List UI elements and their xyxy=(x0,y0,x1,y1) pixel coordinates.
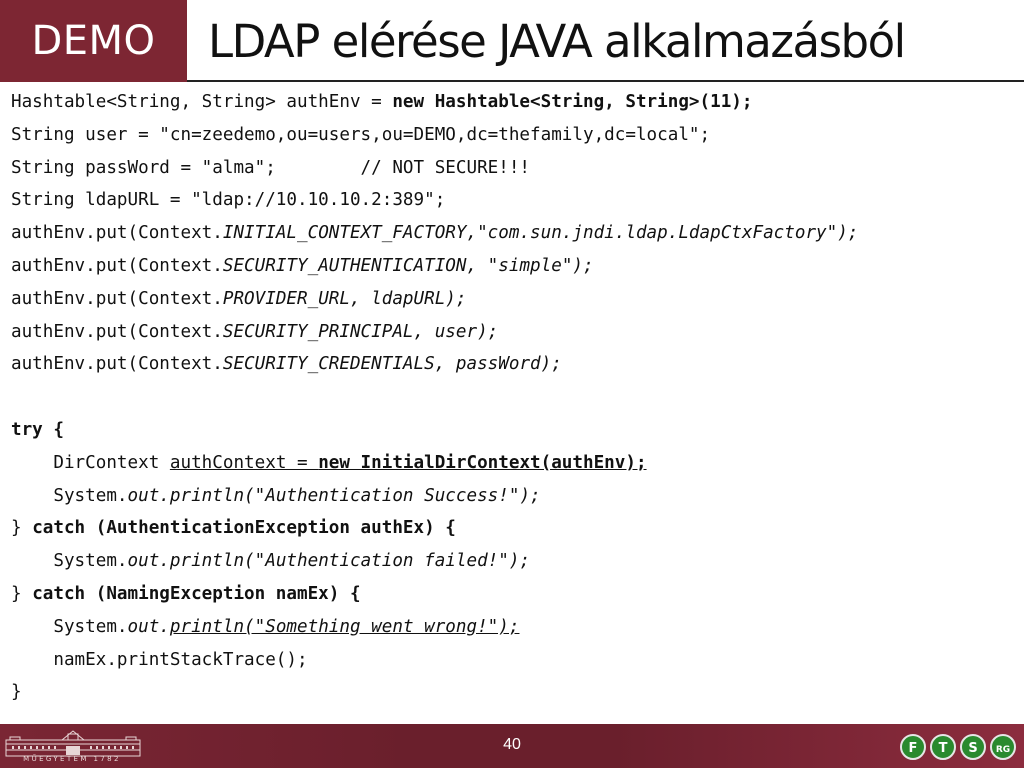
code-line: try { xyxy=(11,414,1019,447)
code-line: } xyxy=(11,676,1019,709)
code-segment: authEnv.put(Context. xyxy=(11,321,223,342)
code-line: System.out.println("Authentication faile… xyxy=(11,545,1019,578)
code-segment: out.println("Authentication Success!"); xyxy=(127,485,541,506)
code-segment: } xyxy=(11,682,22,703)
code-segment: authEnv.put(Context. xyxy=(11,255,223,276)
slide-title: LDAP elérése JAVA alkalmazásból xyxy=(208,14,906,68)
code-segment: System. xyxy=(11,616,128,637)
code-line: authEnv.put(Context.PROVIDER_URL, ldapUR… xyxy=(11,283,1019,316)
code-segment: INITIAL_CONTEXT_FACTORY,"com.sun.jndi.ld… xyxy=(222,223,859,244)
code-line: } catch (AuthenticationException authEx)… xyxy=(11,512,1019,545)
department-badge-icon: F xyxy=(900,734,926,760)
code-line: authEnv.put(Context.SECURITY_PRINCIPAL, … xyxy=(11,316,1019,349)
svg-text:RG: RG xyxy=(996,745,1010,755)
code-line: authEnv.put(Context.INITIAL_CONTEXT_FACT… xyxy=(11,217,1019,250)
code-segment: } xyxy=(11,583,33,604)
code-segment: catch (NamingException namEx) { xyxy=(32,583,361,604)
department-badge-icon: T xyxy=(930,734,956,760)
department-badges: F T S RG xyxy=(900,734,1016,760)
code-segment: authEnv.put(Context. xyxy=(11,223,223,244)
code-line xyxy=(11,381,1019,414)
code-line: String user = "cn=zeedemo,ou=users,ou=DE… xyxy=(11,119,1019,152)
svg-text:S: S xyxy=(968,741,977,756)
code-segment: println("Something went wrong!"); xyxy=(169,616,520,637)
code-line: authEnv.put(Context.SECURITY_CREDENTIALS… xyxy=(11,348,1019,381)
code-segment: } xyxy=(11,518,33,539)
svg-text:T: T xyxy=(939,741,948,756)
code-segment: Hashtable<String, String> authEnv = xyxy=(11,92,393,112)
code-segment: System. xyxy=(11,485,128,506)
university-caption: MŰEGYETEM 1782 xyxy=(23,755,121,763)
code-segment: new Hashtable<String, String>(11); xyxy=(392,92,753,112)
code-line: System.out.println("Authentication Succe… xyxy=(11,480,1019,513)
code-segment: String passWord = "alma"; // NOT SECURE!… xyxy=(11,157,531,178)
footer-separator xyxy=(0,720,1024,724)
svg-text:F: F xyxy=(909,741,918,756)
code-segment: PROVIDER_URL, ldapURL); xyxy=(222,288,467,309)
department-badge-icon: S xyxy=(960,734,986,760)
code-line: String passWord = "alma"; // NOT SECURE!… xyxy=(11,152,1019,185)
code-segment: SECURITY_CREDENTIALS, passWord); xyxy=(222,354,562,375)
title-underline xyxy=(187,80,1024,82)
code-segment: authEnv.put(Context. xyxy=(11,354,223,375)
code-line: String ldapURL = "ldap://10.10.10.2:389"… xyxy=(11,184,1019,217)
code-segment: SECURITY_AUTHENTICATION, "simple"); xyxy=(222,255,594,276)
code-line: DirContext authContext = new InitialDirC… xyxy=(11,447,1019,480)
department-badge-icon: RG xyxy=(990,734,1016,760)
code-line: namEx.printStackTrace(); xyxy=(11,644,1019,677)
demo-label: DEMO xyxy=(0,0,187,82)
code-segment: System. xyxy=(11,551,128,572)
code-segment: out.println("Authentication failed!"); xyxy=(127,551,531,572)
code-segment: try { xyxy=(11,419,64,440)
code-block: Hashtable<String, String> authEnv = new … xyxy=(11,86,1019,709)
code-segment: SECURITY_PRINCIPAL, user); xyxy=(222,321,499,342)
code-segment: authEnv.put(Context. xyxy=(11,288,223,309)
code-line: authEnv.put(Context.SECURITY_AUTHENTICAT… xyxy=(11,250,1019,283)
code-segment: new InitialDirContext(authEnv); xyxy=(318,452,647,473)
slide-footer: MŰEGYETEM 1782 40 F T S RG xyxy=(0,724,1024,768)
code-segment: String user = "cn=zeedemo,ou=users,ou=DE… xyxy=(11,124,711,145)
code-line: Hashtable<String, String> authEnv = new … xyxy=(11,86,1019,119)
slide-header: DEMO LDAP elérése JAVA alkalmazásból xyxy=(0,0,1024,82)
university-building-logo xyxy=(5,730,141,757)
code-segment: out. xyxy=(127,616,170,637)
code-segment: catch (AuthenticationException authEx) { xyxy=(32,518,456,539)
page-number: 40 xyxy=(503,736,521,753)
code-segment: String ldapURL = "ldap://10.10.10.2:389"… xyxy=(11,190,446,211)
code-segment: namEx.printStackTrace(); xyxy=(11,649,308,670)
code-segment: DirContext xyxy=(11,452,170,473)
code-segment: authContext = xyxy=(169,452,319,473)
code-line: } catch (NamingException namEx) { xyxy=(11,578,1019,611)
code-line: System.out.println("Something went wrong… xyxy=(11,611,1019,644)
